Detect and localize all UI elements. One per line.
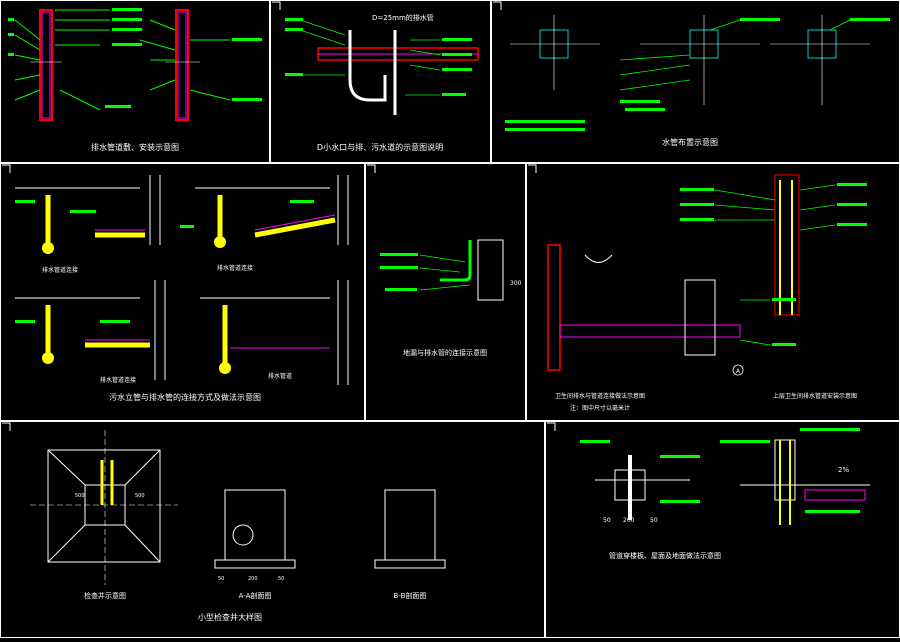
section-marker-a [732, 364, 744, 376]
panel-8-slope: 2% [838, 466, 849, 474]
panel-4-sub-b: 排水管道连接 [217, 264, 253, 272]
panel-2-floor-drain: D=25mm的排水管 D小水口与排、污水道的示意图说明 [285, 13, 479, 152]
panel-3-piping-layout: 水管布置示意图 [505, 15, 890, 147]
panel-1-wall-pipes: 排水管道敷、安装示意图 [8, 8, 262, 152]
panel-4-sub-d: 排水管道 [268, 372, 292, 380]
panel-4-stack-connections: 排水管道连接 排水管道连接 排水管道连接 排水管道 污水立管与排水管的连接方式及… [15, 175, 349, 402]
panel-8-caption: 管道穿楼板、屋面及地面做法示意图 [609, 551, 721, 560]
panel-8-dim-2: 200 [623, 517, 635, 524]
panel-8-penetration-details: 2% 50 200 50 管道穿楼板、屋面及地面做法示意图 [580, 428, 870, 560]
panel-1-caption: 排水管道敷、安装示意图 [91, 142, 179, 152]
panel-4-sub-c: 排水管道连接 [100, 376, 136, 384]
panel-5-drain-detail: 300 地漏与排水管的连接示意图 [380, 239, 522, 357]
panel-7-dim-3: 50 [218, 576, 224, 582]
panel-7-dim-4: 200 [248, 576, 258, 582]
corner-marks [2, 1, 556, 431]
panel-6-caption-2: 上层卫生间排水管道安装示意图 [773, 392, 857, 400]
panel-7-title: 小型检查井大样图 [198, 612, 262, 622]
panel-5-dim: 300 [510, 280, 522, 287]
panel-6-note: 注：图中尺寸以毫米计 [570, 404, 630, 412]
panel-7-dim-1: 500 [75, 493, 85, 499]
panel-7-caption: 检查井示意图 [84, 591, 126, 600]
panel-6-caption: 卫生间排水与管道连接做法示意图 [555, 392, 645, 400]
panel-8-dim-3: 50 [650, 517, 658, 524]
panel-7-section-a: A-A剖面图 [239, 591, 272, 600]
section-marker-a-label: A [736, 368, 741, 375]
panel-6-bathroom-section: A 卫生间排水与管道连接做法示意图 注：图中尺寸以毫米计 上层卫生间排水管道安装… [547, 174, 867, 412]
panel-4-sub-a: 排水管道连接 [42, 266, 78, 274]
panel-5-caption: 地漏与排水管的连接示意图 [403, 348, 487, 357]
panel-4-caption: 污水立管与排水管的连接方式及做法示意图 [109, 392, 261, 402]
panel-7-inspection-well: 检查井示意图 A-A剖面图 B-B剖面图 小型检查井大样图 500 500 50… [30, 430, 446, 622]
panel-2-top-note: D=25mm的排水管 [372, 13, 434, 22]
panel-3-caption: 水管布置示意图 [662, 137, 718, 147]
panel-8-dim-1: 50 [603, 517, 611, 524]
panel-7-section-b: B-B剖面图 [394, 591, 427, 600]
panel-7-dim-5: 50 [278, 576, 284, 582]
panel-7-dim-2: 500 [135, 493, 145, 499]
panel-2-caption: D小水口与排、污水道的示意图说明 [317, 142, 443, 152]
